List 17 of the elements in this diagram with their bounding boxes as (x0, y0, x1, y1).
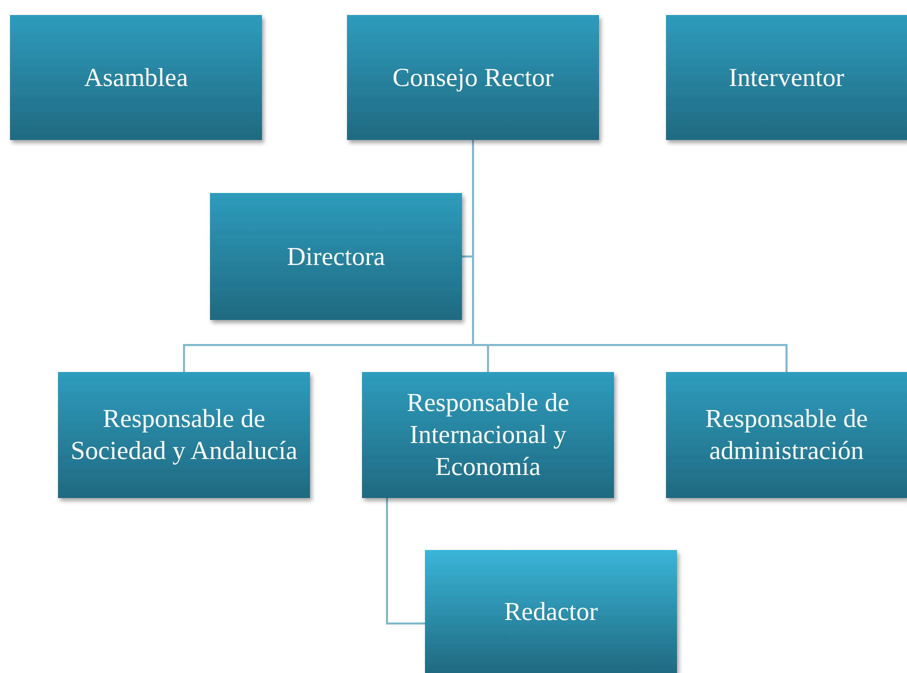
box-label: Responsable de administración (704, 403, 869, 467)
org-box (666, 15, 907, 140)
org-box (666, 372, 907, 498)
box-label: Redactor (504, 596, 598, 628)
org-box (347, 15, 599, 140)
box-label: Responsable de Sociedad y Andalucía (70, 403, 298, 467)
box-label: Responsable de Internacional y Economía (406, 387, 570, 483)
org-box (425, 550, 677, 673)
box-label: Directora (286, 240, 386, 272)
org-box (210, 193, 462, 320)
org-box (362, 372, 614, 498)
connector-line (386, 498, 425, 624)
box-label: Consejo Rector (392, 62, 554, 94)
org-box (58, 372, 310, 498)
box-label: Interventor (728, 62, 844, 94)
box-label: Asamblea (84, 62, 188, 94)
org-box (10, 15, 262, 140)
